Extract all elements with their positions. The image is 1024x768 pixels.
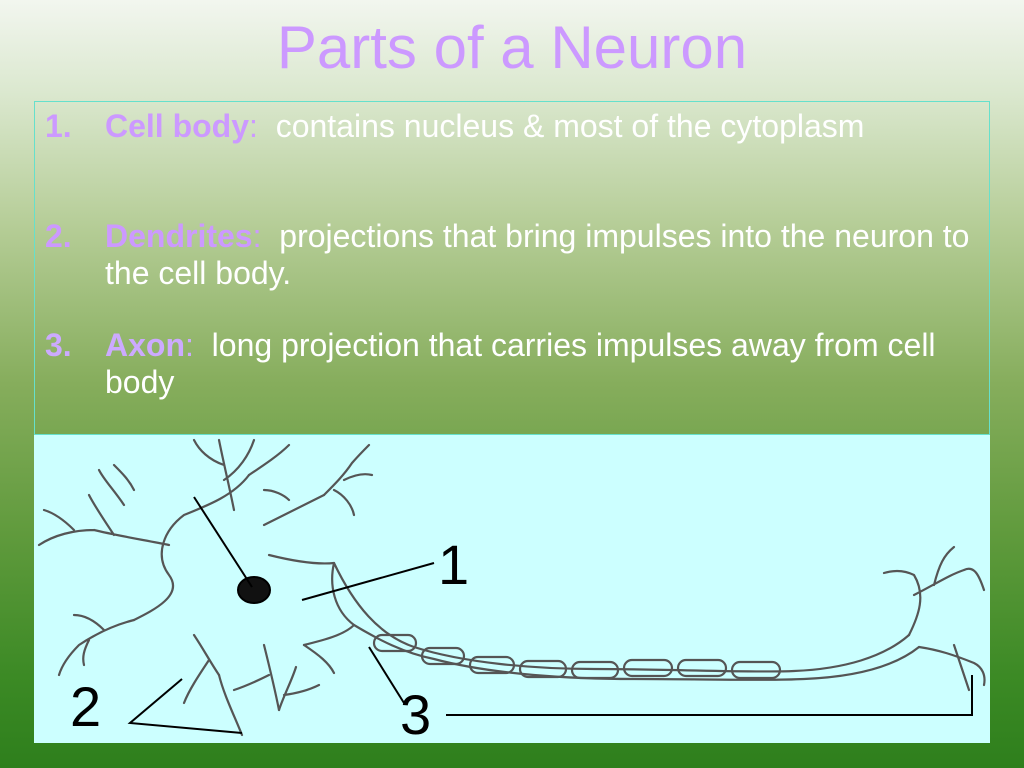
term-colon: : (252, 218, 262, 254)
page-title: Parts of a Neuron (276, 14, 748, 81)
term-axon: Axon (105, 327, 185, 363)
cell-body-outline (132, 473, 356, 712)
label-1-line (301, 562, 435, 601)
item-number: 1. (45, 108, 72, 144)
desc-cell-body: contains nucleus & most of the cytoplasm (257, 108, 865, 144)
myelin-sheaths (372, 633, 782, 680)
label-cell-body: 1 (438, 533, 470, 596)
label-3-line (368, 646, 405, 704)
neuron-diagram: 1 2 3 (34, 435, 990, 743)
list-item-axon: 3. Axon: long projection that carries im… (45, 327, 985, 401)
label-2-lines (127, 678, 243, 734)
neuron-illustration (37, 438, 986, 737)
term-colon: : (185, 327, 194, 363)
dendrite-upper (192, 438, 291, 512)
dendrite-upper-right (322, 443, 374, 517)
term-dendrites: Dendrites (105, 218, 253, 254)
term-cell-body: Cell body (105, 108, 250, 144)
item-text: Cell body: contains nucleus & most of th… (105, 108, 985, 145)
label-dendrites: 2 (70, 675, 102, 738)
axon-bracket (446, 675, 973, 716)
dendrite-left (37, 463, 171, 677)
item-text: Dendrites: projections that bring impuls… (105, 218, 985, 292)
list-item-cell-body: 1. Cell body: contains nucleus & most of… (45, 108, 985, 145)
dendrite-lower (182, 643, 336, 737)
list-item-dendrites: 2. Dendrites: projections that bring imp… (45, 218, 985, 292)
axon-terminals (882, 545, 986, 692)
item-number: 2. (45, 218, 72, 254)
item-number: 3. (45, 327, 72, 363)
desc-axon: long projection that carries impulses aw… (105, 327, 945, 400)
nucleus (237, 576, 271, 604)
item-text: Axon: long projection that carries impul… (105, 327, 985, 401)
definitions-box: 1. Cell body: contains nucleus & most of… (34, 101, 990, 435)
term-colon: : (249, 108, 258, 144)
desc-dendrites: projections that bring impulses into the… (105, 218, 979, 291)
nucleus-pointer-line (193, 496, 253, 588)
label-axon: 3 (400, 683, 432, 746)
